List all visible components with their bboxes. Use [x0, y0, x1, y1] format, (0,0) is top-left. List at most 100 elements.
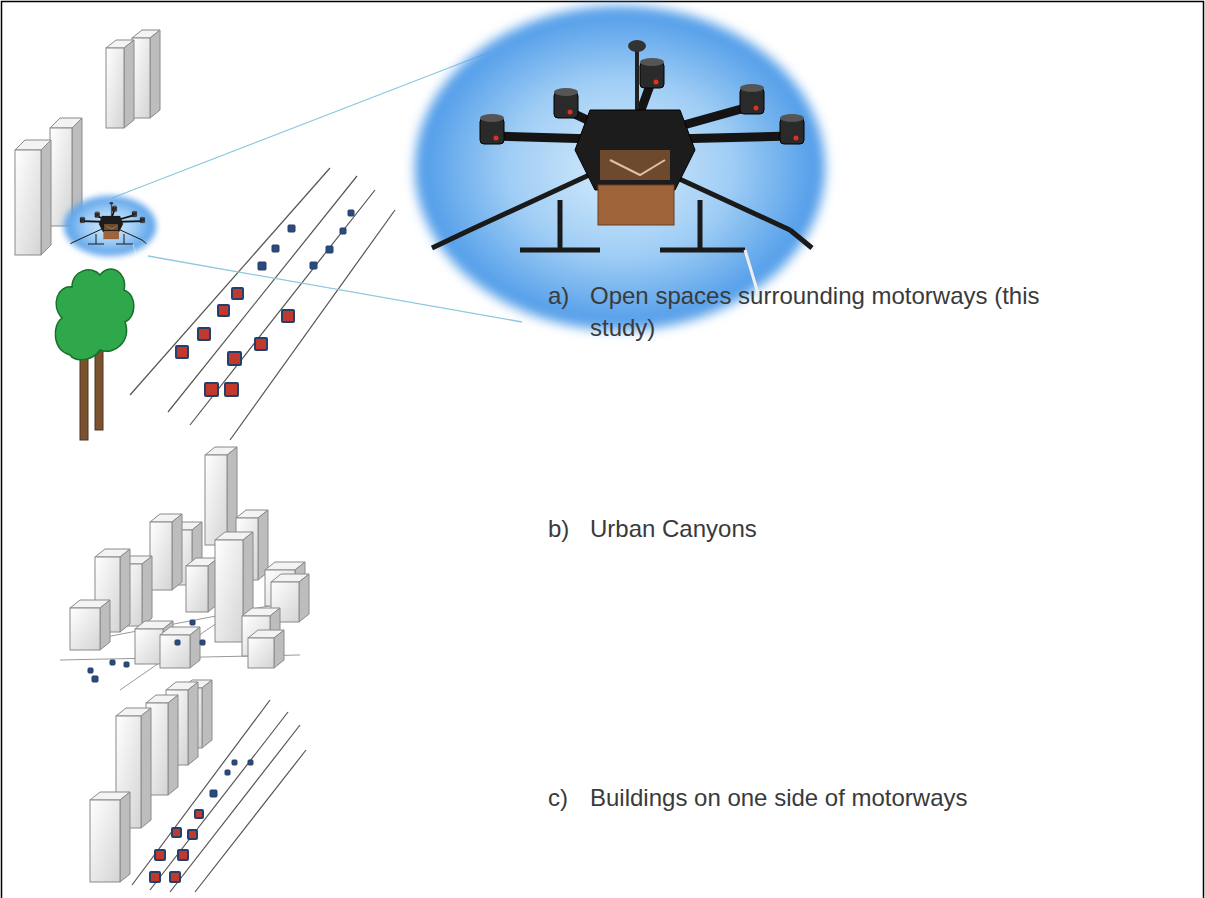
- electronics: [104, 224, 118, 230]
- scenario-label: Buildings on one side of motorways: [590, 782, 1090, 814]
- building-front: [106, 48, 124, 128]
- drone-led: [568, 110, 573, 115]
- building: [205, 447, 237, 545]
- wiring: [610, 160, 665, 175]
- building-side: [172, 514, 182, 590]
- building-side: [188, 682, 198, 765]
- road-line: [230, 210, 395, 440]
- drone-motor-top: [80, 217, 85, 219]
- building-side: [142, 556, 152, 626]
- car: [198, 328, 210, 340]
- drone-led: [135, 215, 136, 216]
- gps-puck: [110, 202, 114, 204]
- drone-led: [654, 80, 659, 85]
- road-line: [190, 190, 375, 425]
- car: [282, 310, 294, 322]
- drone-motor-top: [140, 217, 145, 219]
- tree: [55, 269, 134, 440]
- car: [170, 872, 180, 882]
- car: [110, 660, 115, 665]
- car: [88, 668, 93, 673]
- item-letter: b): [548, 513, 588, 545]
- building-front: [135, 629, 163, 664]
- car: [175, 640, 180, 645]
- drone-small: [70, 202, 146, 254]
- drone-body: [575, 110, 695, 190]
- drone-motor-top: [640, 58, 664, 66]
- car: [210, 790, 217, 797]
- drone-led: [83, 221, 84, 222]
- building: [248, 630, 284, 668]
- drone-motor-top: [132, 211, 137, 213]
- item-letter: a): [548, 280, 588, 312]
- car: [225, 383, 238, 396]
- car: [205, 383, 218, 396]
- building-front: [90, 800, 120, 882]
- road-line: [130, 168, 330, 395]
- building: [132, 30, 160, 118]
- sensor-box: [598, 185, 674, 225]
- drone-motor: [112, 206, 117, 211]
- car: [348, 210, 354, 216]
- drone-motor-top: [95, 212, 100, 214]
- gps-mast: [111, 204, 112, 216]
- building-front: [186, 566, 208, 612]
- car: [326, 246, 333, 253]
- building-side: [168, 695, 178, 795]
- tree-crown: [55, 269, 134, 360]
- building-side: [124, 40, 134, 128]
- car: [155, 850, 165, 860]
- drone-motor: [140, 218, 145, 223]
- building: [15, 140, 51, 255]
- drone-motor-top: [112, 206, 117, 208]
- car: [172, 828, 181, 837]
- building: [90, 792, 130, 882]
- building: [70, 600, 110, 650]
- car: [288, 225, 295, 232]
- car: [92, 676, 98, 682]
- drone-motor: [80, 218, 85, 223]
- scene-urban-canyon: [60, 447, 309, 690]
- drone-led: [794, 136, 799, 141]
- road-line: [195, 750, 306, 892]
- drone-large: [432, 40, 812, 300]
- car: [310, 262, 317, 269]
- building-side: [299, 574, 309, 622]
- car: [255, 338, 267, 350]
- tree-trunk: [95, 350, 103, 430]
- building-side: [120, 549, 130, 632]
- car: [272, 245, 279, 252]
- road-line: [168, 176, 357, 412]
- car: [195, 810, 203, 818]
- drone-motor-top: [740, 84, 764, 92]
- building-front: [150, 522, 172, 590]
- building-side: [120, 792, 130, 882]
- car: [340, 228, 346, 234]
- scenario-label: Urban Canyons: [590, 513, 1060, 545]
- scene-open-space: [15, 30, 395, 440]
- drone-motor-top: [554, 88, 578, 96]
- car: [248, 760, 253, 765]
- drone-body: [99, 216, 123, 232]
- drone-led: [754, 106, 759, 111]
- gps-puck: [628, 40, 646, 52]
- building: [150, 514, 182, 590]
- building-side: [190, 627, 200, 668]
- drone-motor: [95, 212, 100, 217]
- car: [176, 346, 188, 358]
- building-side: [202, 680, 212, 748]
- car: [178, 850, 188, 860]
- car: [225, 770, 230, 775]
- drone-led: [494, 136, 499, 141]
- building-side: [141, 708, 151, 828]
- item-letter: c): [548, 782, 588, 814]
- building-front: [15, 150, 41, 255]
- building-front: [215, 540, 243, 642]
- scene-one-side: [90, 680, 306, 892]
- building-front: [160, 635, 190, 668]
- building-side: [274, 630, 284, 668]
- drone-led: [143, 221, 144, 222]
- sensor-box: [104, 231, 119, 239]
- drone-motor-top: [780, 114, 804, 122]
